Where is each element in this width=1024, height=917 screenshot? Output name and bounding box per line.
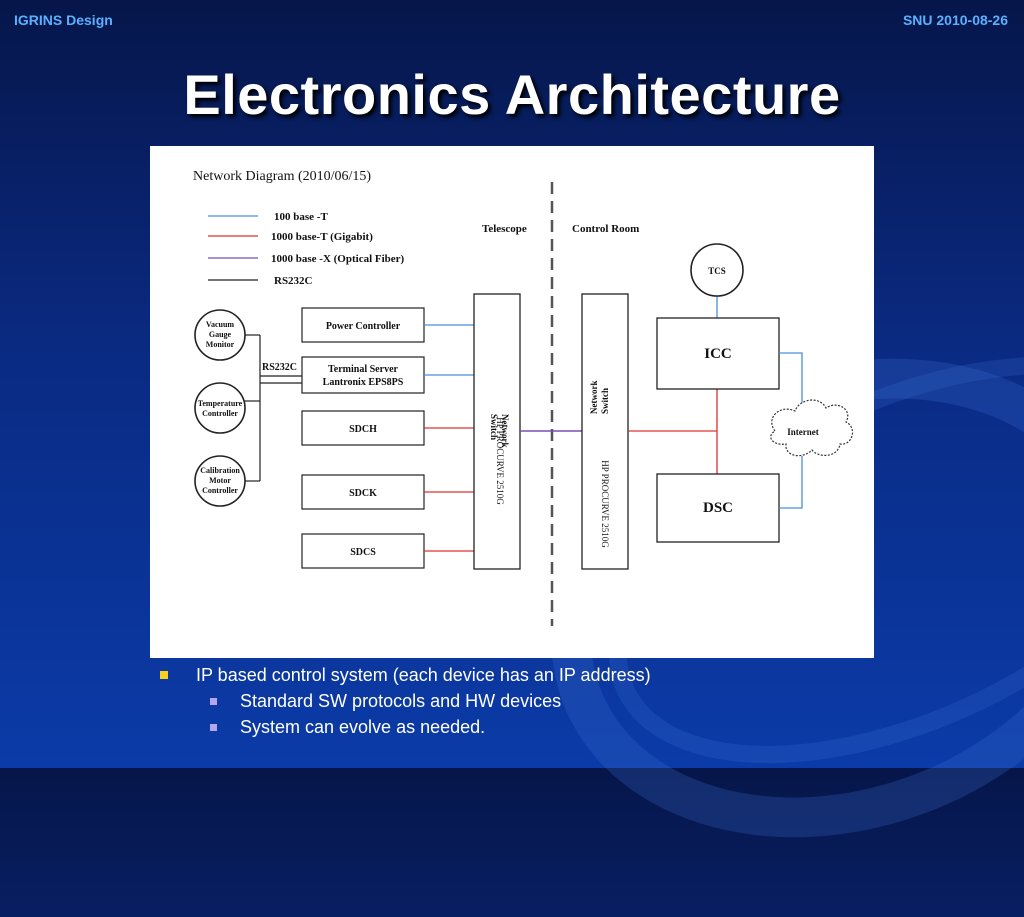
icc-box: ICC (656, 317, 780, 390)
svg-text:SDCS: SDCS (350, 547, 376, 558)
bullet-sub-1: Standard SW protocols and HW devices (160, 688, 651, 714)
bullet-sub-2: System can evolve as needed. (160, 714, 651, 740)
svg-text:SDCK: SDCK (349, 488, 377, 499)
svg-text:Motor: Motor (209, 476, 231, 485)
svg-text:Gauge: Gauge (209, 330, 232, 339)
slide-title: Electronics Architecture (183, 63, 841, 126)
svg-text:Lantronix EPS8PS: Lantronix EPS8PS (323, 377, 404, 388)
rs232c-label: RS232C (262, 362, 297, 373)
bullet-list: IP based control system (each device has… (160, 662, 651, 740)
sdcs-box: SDCS (301, 533, 425, 569)
svg-text:Vacuum: Vacuum (206, 320, 234, 329)
tcs-node: TCS (690, 243, 744, 318)
diagram-heading: Network Diagram (2010/06/15) (193, 169, 371, 184)
vacuum-gauge-monitor: Vacuum Gauge Monitor (194, 309, 246, 361)
svg-text:Network: Network (589, 381, 599, 415)
svg-text:Terminal Server: Terminal Server (328, 364, 398, 375)
legend-label-rs232c: RS232C (274, 275, 313, 287)
dsc-box: DSC (656, 473, 780, 543)
bullet-main: IP based control system (each device has… (160, 662, 651, 688)
region-label-control-room: Control Room (572, 223, 639, 235)
svg-text:Internet: Internet (787, 427, 819, 437)
power-controller-box: Power Controller (301, 307, 425, 343)
svg-text:SDCH: SDCH (349, 424, 377, 435)
svg-text:Switch: Switch (600, 388, 610, 414)
svg-text:Controller: Controller (202, 486, 238, 495)
legend: 100 base -T 1000 base-T (Gigabit) 1000 b… (208, 211, 405, 287)
sdck-box: SDCK (301, 474, 425, 510)
svg-text:Controller: Controller (202, 409, 238, 418)
header-date: SNU 2010-08-26 (902, 12, 1008, 28)
sdch-box: SDCH (301, 410, 425, 446)
calibration-motor-controller: Calibration Motor Controller (194, 455, 246, 507)
network-diagram: Network Diagram (2010/06/15) 100 base -T… (150, 146, 874, 658)
svg-text:ICC: ICC (704, 346, 732, 362)
network-switch-telescope: Network Switch HP PROCURVE 2510G (473, 293, 521, 570)
svg-text:Calibration: Calibration (200, 466, 240, 475)
region-label-telescope: Telescope (482, 223, 527, 235)
svg-text:DSC: DSC (703, 500, 733, 516)
svg-text:Monitor: Monitor (206, 340, 235, 349)
svg-text:TCS: TCS (708, 266, 726, 276)
svg-text:Temperature: Temperature (198, 399, 243, 408)
svg-text:HP PROCURVE 2510G: HP PROCURVE 2510G (600, 460, 610, 548)
legend-label-1000base-x: 1000 base -X (Optical Fiber) (271, 253, 405, 265)
network-switch-control-room: Network Switch HP PROCURVE 2510G (581, 293, 629, 570)
internet-cloud: Internet (770, 399, 854, 457)
header-project: IGRINS Design (14, 12, 113, 28)
terminal-server-box: Terminal Server Lantronix EPS8PS (301, 356, 425, 394)
svg-text:Switch: Switch (489, 414, 499, 440)
svg-text:Network: Network (500, 414, 510, 448)
temperature-controller: Temperature Controller (194, 382, 246, 434)
svg-text:HP PROCURVE 2510G: HP PROCURVE 2510G (495, 417, 505, 505)
svg-text:Power Controller: Power Controller (326, 321, 401, 332)
legend-label-100base: 100 base -T (274, 211, 328, 223)
legend-label-1000base-t: 1000 base-T (Gigabit) (271, 231, 373, 243)
